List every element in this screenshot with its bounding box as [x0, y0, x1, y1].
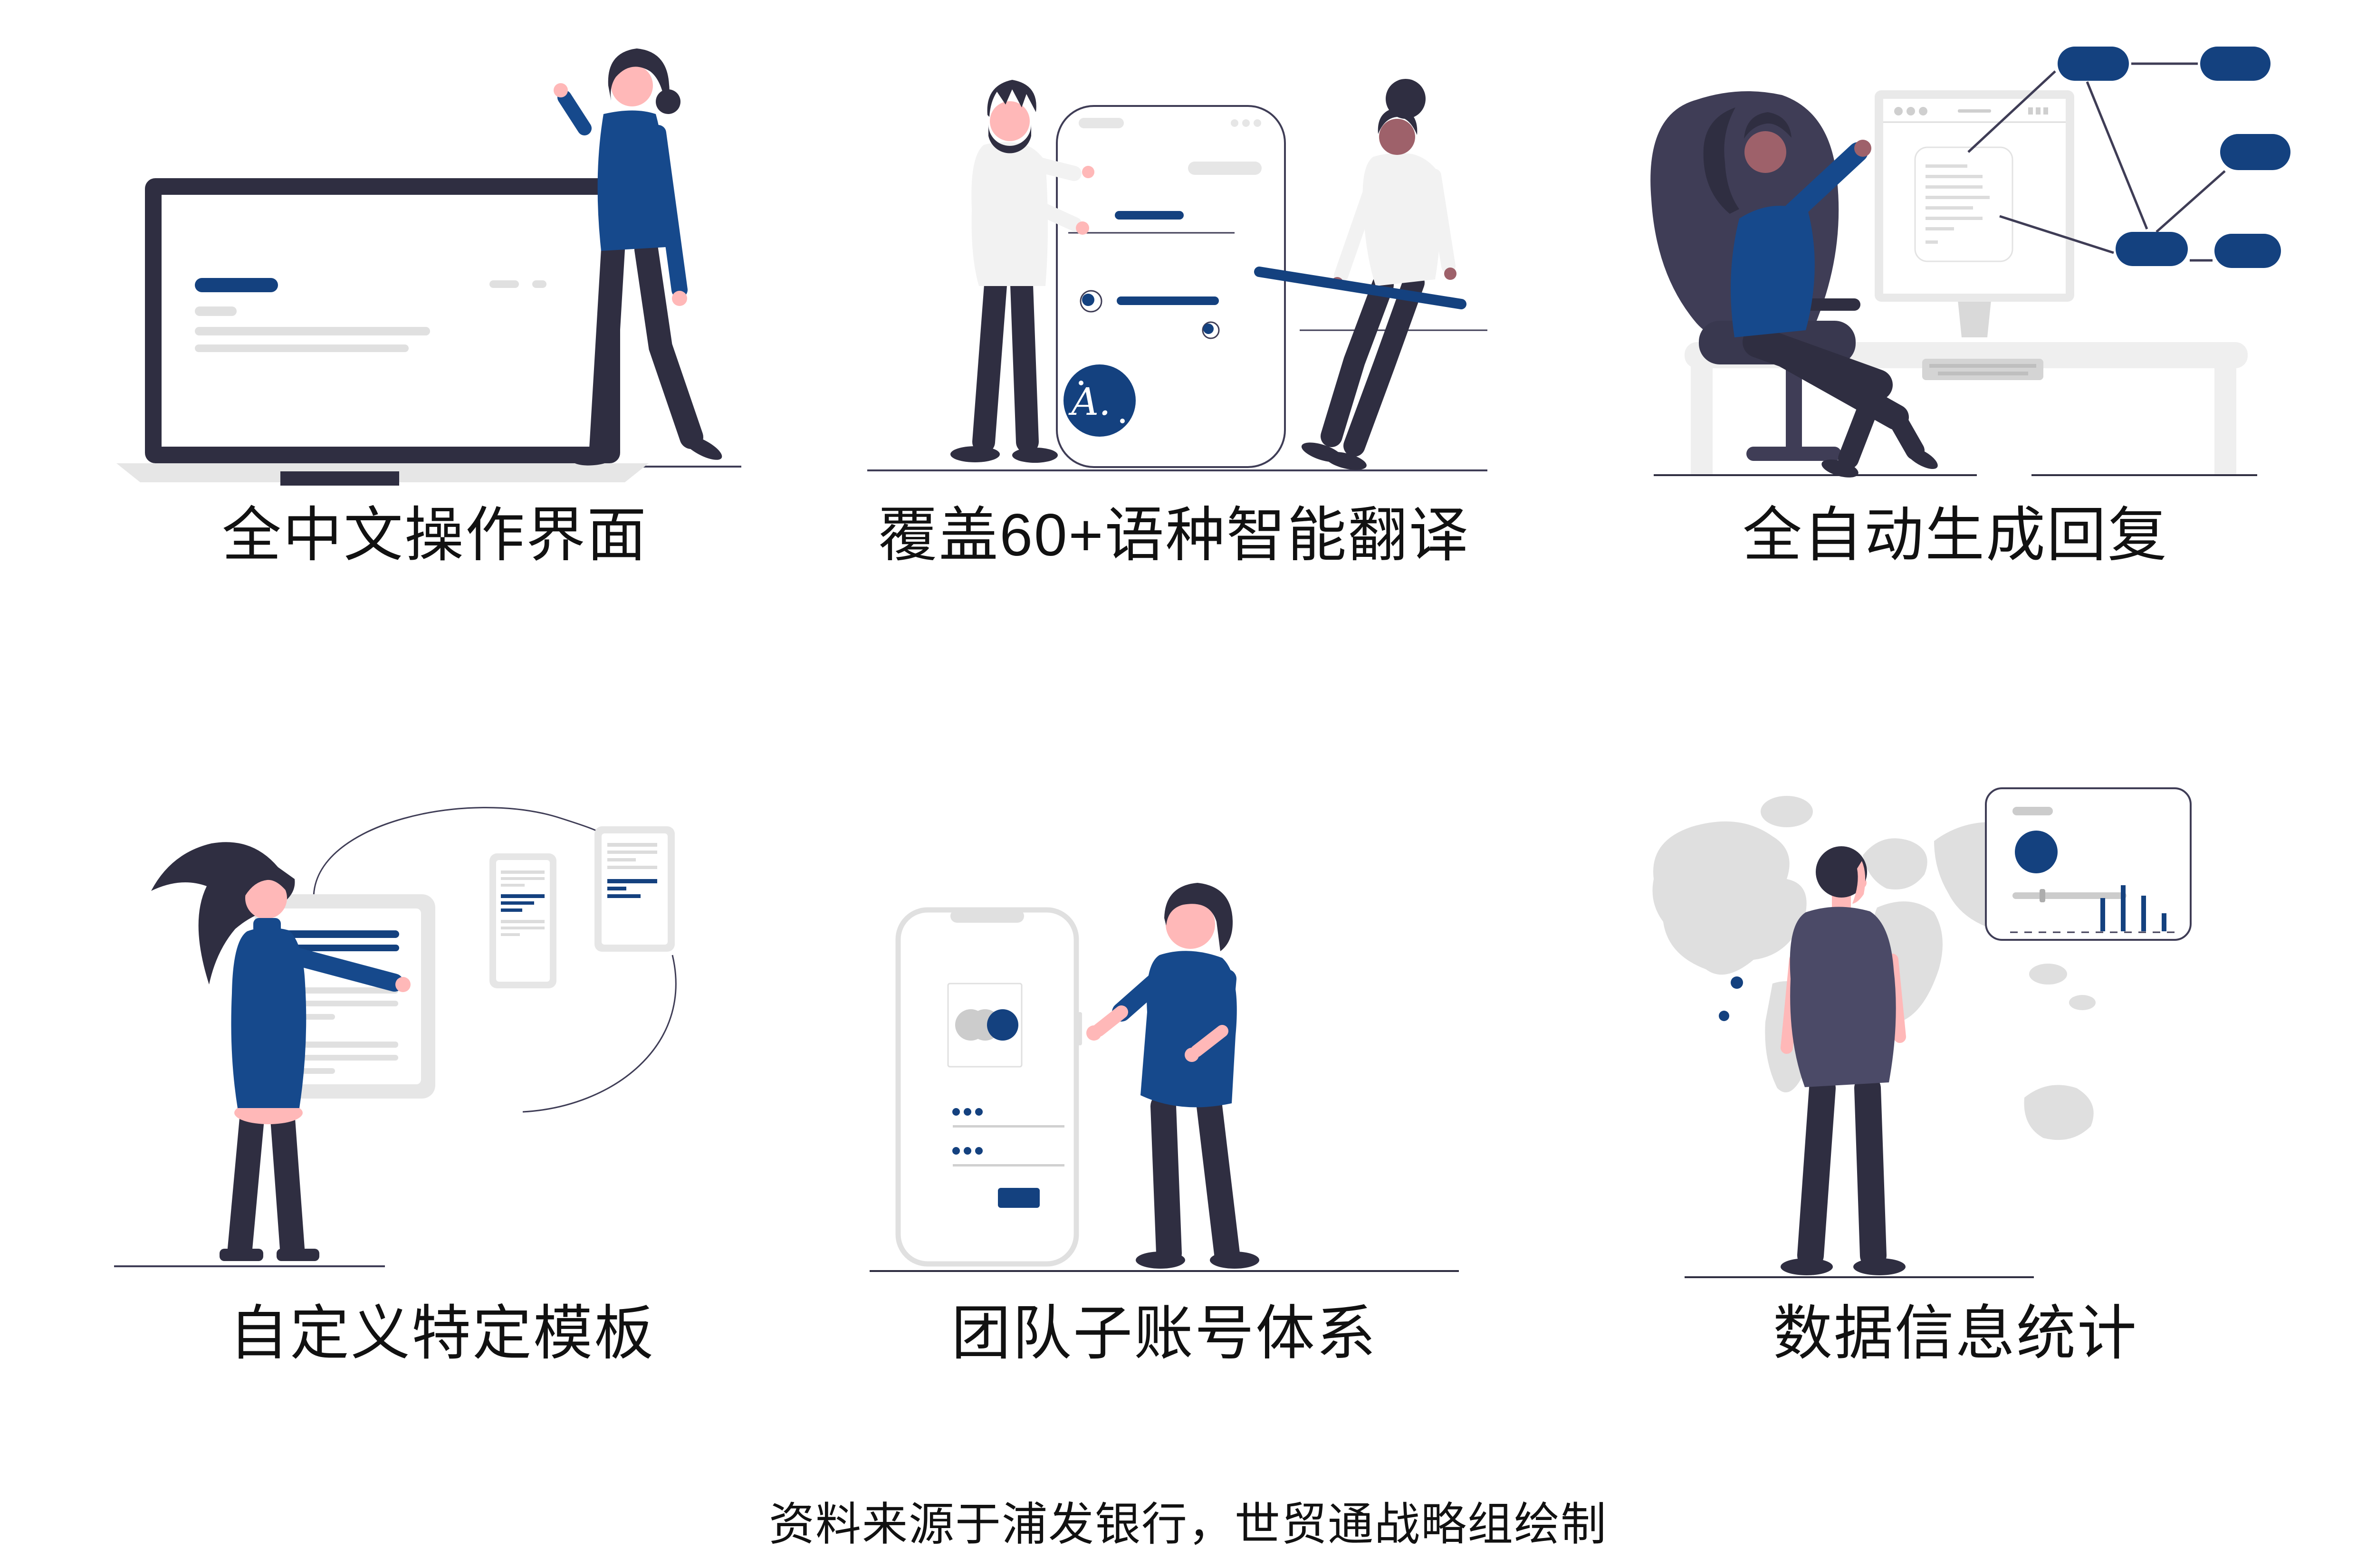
- hair: [608, 48, 670, 105]
- laptop-woman-illustration: [116, 48, 741, 486]
- hair: [1744, 112, 1792, 139]
- hand: [1086, 1025, 1102, 1041]
- tshirt: [1140, 951, 1237, 1108]
- document-card-small: [594, 826, 675, 952]
- shirt: [971, 142, 1048, 286]
- hair: [987, 80, 1036, 117]
- badge-letter: A.: [1068, 380, 1111, 424]
- head: [990, 101, 1030, 141]
- hair: [1164, 883, 1233, 951]
- radio-ring: [1080, 290, 1102, 313]
- seated-woman-figure: [1703, 107, 1938, 478]
- source-note: 资料来源于浦发银行，世贸通战略组绘制: [769, 1499, 1607, 1550]
- illustration-man-map-stats: [1582, 755, 2328, 1292]
- stats-card: [1985, 787, 2192, 941]
- feature-panel-sub-accounts: 团队子账号体系: [855, 808, 1473, 1368]
- pointing-hand: [395, 977, 411, 992]
- feature-panel-templates: 自定义特定模板: [109, 779, 775, 1368]
- head: [245, 877, 287, 919]
- hair-bun: [656, 89, 680, 114]
- panel-caption: 团队子账号体系: [951, 1300, 1377, 1367]
- flow-node: [2220, 134, 2290, 170]
- flow-node: [2058, 47, 2129, 81]
- man-figure: [1086, 883, 1259, 1269]
- panel-caption: 覆盖60+语种智能翻译: [878, 502, 1470, 568]
- flow-node: [2200, 47, 2271, 81]
- man-figure: [950, 80, 1094, 463]
- panel-caption: 全中文操作界面: [222, 502, 648, 568]
- raised-hand: [1854, 140, 1871, 157]
- phone-notch: [950, 909, 1024, 923]
- sweater: [597, 110, 668, 251]
- side-button: [1078, 1012, 1082, 1045]
- panel-caption: 自定义特定模板: [229, 1300, 655, 1367]
- shirt: [1790, 907, 1896, 1087]
- illustration-man-phone-login: [855, 808, 1473, 1283]
- flow-node: [2214, 234, 2281, 268]
- illustration-two-people-phone: A.: [822, 19, 1525, 489]
- language-badge: A.: [1063, 364, 1136, 437]
- head-back-hair: [1816, 846, 1867, 898]
- head: [1744, 131, 1786, 173]
- progress-bar: [2012, 892, 2127, 899]
- woman-figure: [151, 842, 411, 1261]
- turtleneck: [231, 927, 307, 1108]
- phone: A.: [1056, 105, 1286, 468]
- feature-panel-statistics: 数据信息统计: [1582, 755, 2328, 1368]
- shirt: [1362, 153, 1441, 286]
- login-button: [998, 1188, 1040, 1208]
- screen-title-bar: [195, 278, 278, 292]
- radio-ring: [1202, 321, 1220, 339]
- flowchart: [1967, 47, 2290, 268]
- waving-hand: [554, 83, 568, 97]
- map-pin: [1719, 1011, 1729, 1021]
- head: [611, 65, 653, 106]
- monitor: [1875, 90, 2074, 337]
- sub-accounts-illustration: [870, 883, 1459, 1272]
- monitor-stand: [1958, 300, 1991, 337]
- statistics-illustration: [1652, 787, 2192, 1278]
- login-row: [952, 1108, 1064, 1128]
- illustration-woman-documents: [109, 779, 775, 1292]
- flow-node: [2116, 232, 2188, 266]
- illustration-workstation-flowchart: [1582, 10, 2328, 489]
- phone: [895, 907, 1082, 1267]
- pie-circle: [2015, 831, 2058, 873]
- hand: [1185, 1048, 1199, 1062]
- woman-figure: [1254, 79, 1487, 470]
- beard: [988, 124, 1031, 153]
- man-figure-back: [1781, 846, 1906, 1275]
- bar-chart: [2010, 885, 2179, 933]
- illustration-woman-beside-laptop: [109, 19, 760, 489]
- ponytail: [1703, 107, 1739, 214]
- pen-rod: [1254, 267, 1466, 309]
- woman-figure: [554, 48, 722, 466]
- blouse: [1731, 206, 1815, 337]
- feature-panel-translation: A.: [822, 19, 1525, 570]
- document-card-medium: [489, 853, 556, 988]
- laptop: [116, 178, 649, 486]
- feature-panel-auto-reply: 全自动生成回复: [1582, 10, 2328, 570]
- head: [1379, 119, 1415, 155]
- head: [1166, 899, 1215, 949]
- hair-bun: [1386, 79, 1426, 119]
- hand: [672, 291, 687, 306]
- panel-caption: 全自动生成回复: [1743, 502, 2168, 568]
- face-edge: [1852, 861, 1866, 904]
- connector-arcs: [313, 807, 677, 1113]
- translation-illustration: A.: [867, 79, 1487, 471]
- laptop-screen-content: [195, 278, 546, 352]
- keyboard: [1922, 359, 2043, 380]
- auto-reply-illustration: [1650, 47, 2290, 478]
- login-row: [952, 1147, 1064, 1166]
- feature-panel-chinese-ui: 全中文操作界面: [109, 19, 760, 570]
- map-pin: [1731, 976, 1743, 989]
- templates-illustration: [114, 807, 677, 1267]
- panel-caption: 数据信息统计: [1773, 1300, 2138, 1367]
